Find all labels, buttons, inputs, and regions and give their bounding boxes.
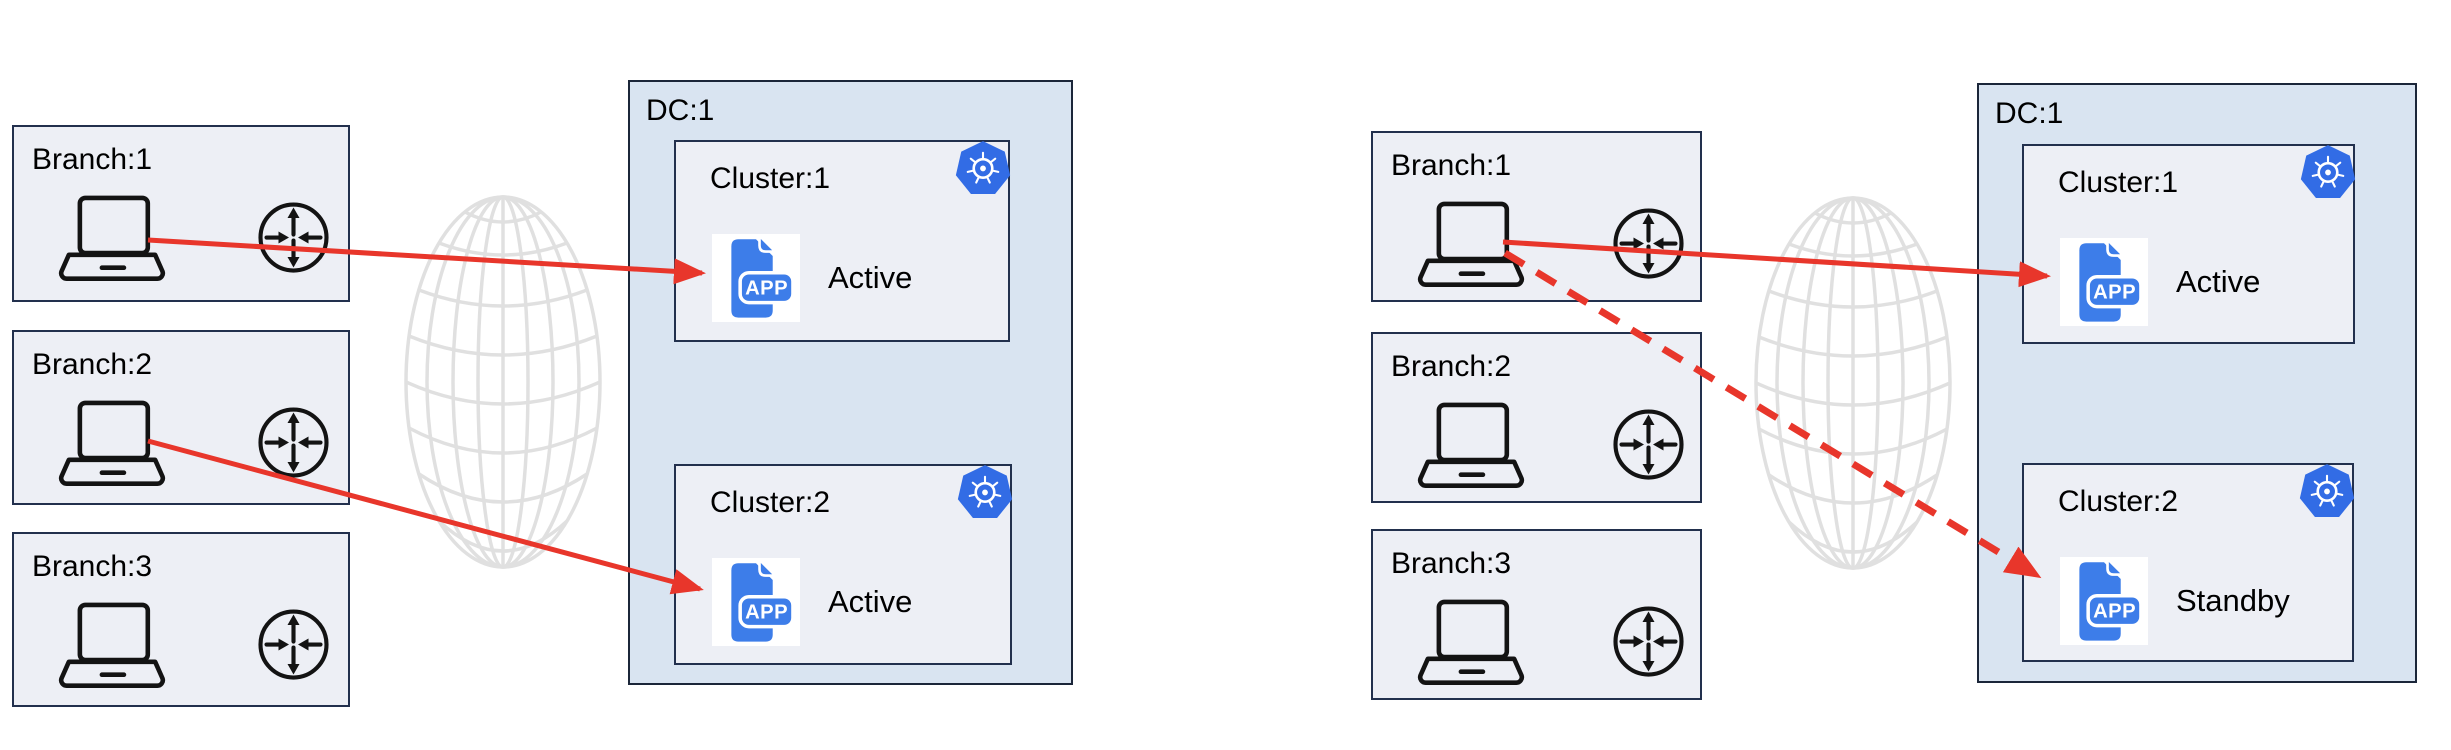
cluster-status: Active	[828, 260, 913, 295]
cluster-status: Active	[2176, 264, 2261, 299]
laptop-icon	[56, 396, 168, 498]
cluster-label: Cluster:1	[710, 162, 831, 195]
dc-box: DC:1 Cluster:1 APP Active Cluster:2	[628, 80, 1073, 685]
cluster-box-2: Cluster:2 APP Active	[674, 464, 1014, 665]
branch-box-2: Branch:2	[12, 330, 350, 505]
dc-label: DC:1	[1995, 97, 2064, 130]
router-icon	[1611, 206, 1686, 281]
laptop-icon	[56, 598, 168, 700]
cluster-label: Cluster:2	[2058, 485, 2179, 518]
app-badge-label: APP	[2093, 601, 2136, 623]
app-badge-label: APP	[745, 602, 788, 624]
laptop-icon	[56, 191, 168, 293]
router-icon	[256, 405, 331, 480]
cluster-label: Cluster:2	[710, 486, 831, 519]
kubernetes-icon	[954, 140, 1012, 196]
branch-label: Branch:2	[32, 348, 153, 381]
app-badge-label: APP	[2093, 282, 2136, 304]
router-icon	[1611, 604, 1686, 679]
app-icon: APP	[712, 234, 800, 322]
laptop-icon	[1415, 398, 1527, 500]
app-icon: APP	[712, 558, 800, 646]
branch-box-2: Branch:2	[1371, 332, 1702, 503]
branch-label: Branch:1	[32, 143, 153, 176]
kubernetes-icon	[2298, 463, 2356, 519]
branch-label: Branch:3	[32, 550, 153, 583]
app-icon: APP	[2060, 238, 2148, 326]
router-icon	[1611, 407, 1686, 482]
cluster-box-2: Cluster:2 APP Standby	[2022, 463, 2356, 662]
router-icon	[256, 200, 331, 275]
cluster-label: Cluster:1	[2058, 166, 2179, 199]
internet-globe-icon	[1756, 198, 1950, 568]
laptop-icon	[1415, 197, 1527, 299]
dc-box: DC:1 Cluster:1 APP Active Cluster:2	[1977, 83, 2417, 683]
kubernetes-icon	[2299, 144, 2357, 200]
laptop-icon	[1415, 595, 1527, 697]
app-icon: APP	[2060, 557, 2148, 645]
internet-globe-icon	[406, 197, 600, 567]
cluster-status: Active	[828, 584, 913, 619]
branch-box-3: Branch:3	[12, 532, 350, 707]
branch-box-1: Branch:1	[1371, 131, 1702, 302]
cluster-box-1: Cluster:1 APP Active	[2022, 144, 2357, 344]
app-badge-label: APP	[745, 278, 788, 300]
branch-label: Branch:2	[1391, 350, 1512, 383]
kubernetes-icon	[956, 464, 1014, 520]
branch-box-1: Branch:1	[12, 125, 350, 302]
router-icon	[256, 607, 331, 682]
branch-label: Branch:1	[1391, 149, 1512, 182]
cluster-box-1: Cluster:1 APP Active	[674, 140, 1012, 342]
dc-label: DC:1	[646, 94, 715, 127]
branch-label: Branch:3	[1391, 547, 1512, 580]
cluster-status: Standby	[2176, 583, 2290, 618]
branch-box-3: Branch:3	[1371, 529, 1702, 700]
